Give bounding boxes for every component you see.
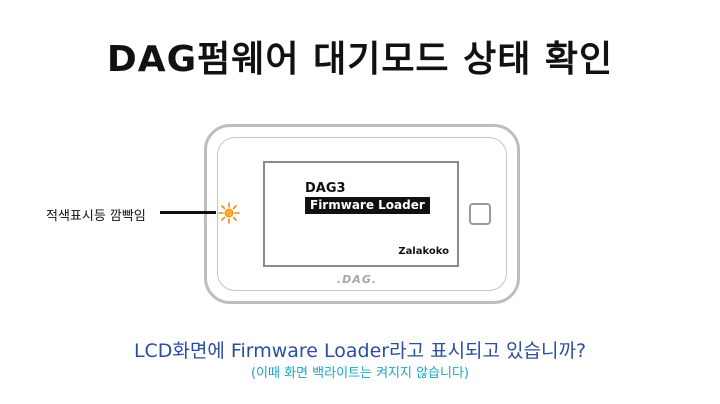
- lcd-status-text: Firmware Loader: [305, 197, 430, 214]
- note-text: (이때 화면 백라이트는 켜지지 않습니다): [250, 366, 470, 381]
- device-bezel: [217, 137, 507, 291]
- led-label: 적색표시등 깜빡임: [46, 209, 146, 224]
- lcd-model-text: DAG3: [305, 181, 346, 196]
- pointer-line: [160, 211, 216, 214]
- question-text: LCD화면에 Firmware Loader라고 표시되고 있습니까?: [133, 340, 587, 362]
- dag-device: DAG3 Firmware Loader Zalakoko .DAG.: [204, 124, 520, 304]
- side-button-icon: [469, 203, 491, 225]
- device-logo: .DAG.: [337, 273, 378, 286]
- lcd-screen: DAG3 Firmware Loader Zalakoko: [263, 161, 459, 267]
- led-blink-icon: [218, 202, 240, 224]
- lcd-brand-text: Zalakoko: [398, 246, 449, 257]
- page-title: DAG펌웨어 대기모드 상태 확인: [106, 39, 614, 80]
